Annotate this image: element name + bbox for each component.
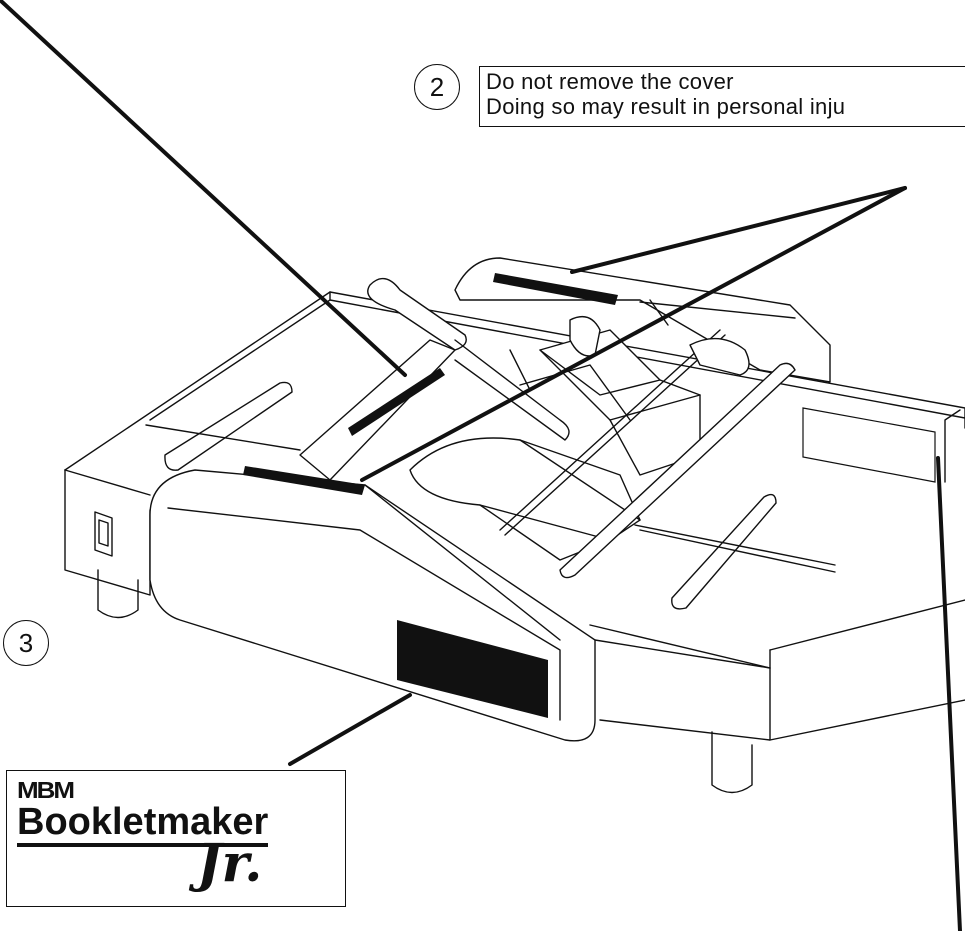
leader-line-2b bbox=[360, 186, 907, 482]
label-plate-left bbox=[348, 368, 445, 436]
paper-guides bbox=[164, 381, 777, 610]
power-switch bbox=[94, 511, 113, 557]
leader-line-4 bbox=[936, 456, 962, 931]
logo-suffix-text: Jr. bbox=[197, 833, 263, 894]
warning-label-box: Do not remove the cover Doing so may res… bbox=[479, 66, 965, 127]
leader-line-3 bbox=[288, 693, 412, 766]
logo-label-box: MBM Bookletmaker Jr. bbox=[6, 770, 346, 907]
base-feet bbox=[97, 569, 753, 794]
label-plate-rear bbox=[493, 273, 618, 305]
logo-brand-text: MBM bbox=[17, 776, 75, 804]
side-warning-label bbox=[802, 407, 936, 483]
leader-line-1 bbox=[0, 0, 407, 377]
warning-line-1: Do not remove the cover bbox=[486, 69, 734, 94]
leader-line-2a bbox=[570, 186, 907, 274]
callout-number-3: 3 bbox=[3, 620, 49, 666]
callout-number-2: 2 bbox=[414, 64, 460, 110]
logo-product-text: Bookletmaker bbox=[17, 803, 269, 847]
front-panel-label bbox=[397, 620, 548, 718]
base-tray bbox=[64, 291, 965, 741]
warning-line-2: Doing so may result in personal inju bbox=[486, 94, 846, 119]
label-plate-front bbox=[243, 466, 365, 495]
